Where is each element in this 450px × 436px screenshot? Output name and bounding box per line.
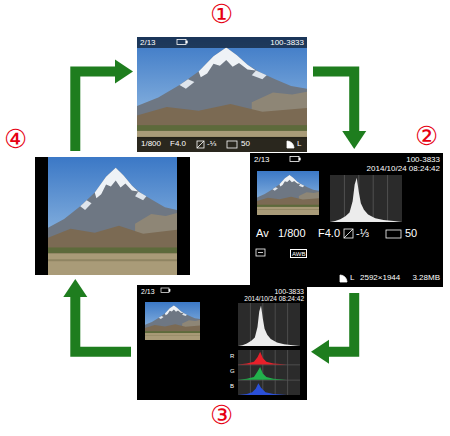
playback-screen: ④ (35, 157, 190, 275)
rgb-histogram (238, 350, 300, 395)
arrow-head (311, 340, 329, 364)
screen-text: -⅓ (207, 140, 216, 148)
arrow-shaft (75, 72, 116, 152)
status-icons (256, 157, 401, 283)
cycle-arrow (63, 279, 131, 352)
cycle-arrow (75, 60, 133, 152)
arrow-shaft (328, 293, 354, 352)
arrow-head (63, 279, 87, 297)
arrow-head (342, 131, 366, 149)
screen-text: 50 (405, 228, 417, 239)
arrow-shaft (313, 72, 354, 133)
screen-text: 1/800 (278, 228, 306, 239)
photo (48, 157, 177, 275)
screen-text: 2/13 (254, 156, 270, 164)
photo (137, 37, 307, 152)
cycle-arrow (311, 293, 354, 364)
screen-text: 50 (241, 140, 250, 148)
screen-text: G (230, 368, 235, 374)
playback-screen: ③2/13100-38332014/10/24 08:24:42RGB (137, 285, 307, 400)
screen-ground (35, 157, 190, 275)
playback-screen: ②2/13100-38332014/10/24 08:24:42Av1/800F… (250, 153, 443, 287)
screen-text: 2/13 (140, 39, 156, 47)
arrow-shaft (75, 296, 131, 352)
screen-text: 3.28MB (412, 274, 440, 282)
histogram (238, 303, 300, 346)
screen-text: L (297, 140, 301, 148)
status-icons (177, 40, 294, 149)
thumbnail (257, 171, 319, 215)
screen-four (35, 157, 190, 275)
screen-text: R (230, 353, 234, 359)
screen-text: 100-3833 (274, 288, 304, 295)
screen-text: 100-3833 (406, 156, 440, 164)
screen-text: 2014/10/24 08:24:42 (244, 296, 304, 303)
screen-one (137, 37, 307, 152)
screen-text: B (230, 383, 234, 389)
callout-number: ③ (210, 402, 233, 428)
screen-text: Av (256, 228, 269, 239)
playback-screen: ①2/13100-38331/800F4.0-⅓50L (137, 37, 307, 152)
screen-three (137, 285, 307, 400)
screen-text: -⅓ (356, 228, 369, 239)
histogram (330, 175, 402, 222)
callout-number: ① (210, 1, 233, 27)
screen-text: 2/13 (141, 288, 155, 295)
info-band (137, 37, 307, 48)
screen-text: F4.0 (318, 228, 340, 239)
screen-ground (137, 285, 307, 400)
callout-number: ④ (4, 126, 27, 152)
cycle-arrow (313, 72, 366, 150)
arrow-head (115, 60, 133, 84)
screen-text: 2592×1944 (360, 274, 400, 282)
screen-text: L (350, 274, 354, 282)
screen-text: 1/800 (141, 140, 161, 148)
screen-text: AWB (290, 249, 307, 258)
info-band (137, 137, 307, 152)
thumbnail (145, 302, 200, 340)
status-icons (161, 288, 170, 293)
screen-text: 2014/10/24 08:24:42 (367, 165, 440, 173)
screen-ground (250, 153, 443, 287)
callout-number: ② (415, 123, 438, 149)
screen-two (250, 153, 443, 287)
screen-text: 100-3833 (270, 39, 304, 47)
screen-text: F4.0 (170, 140, 186, 148)
